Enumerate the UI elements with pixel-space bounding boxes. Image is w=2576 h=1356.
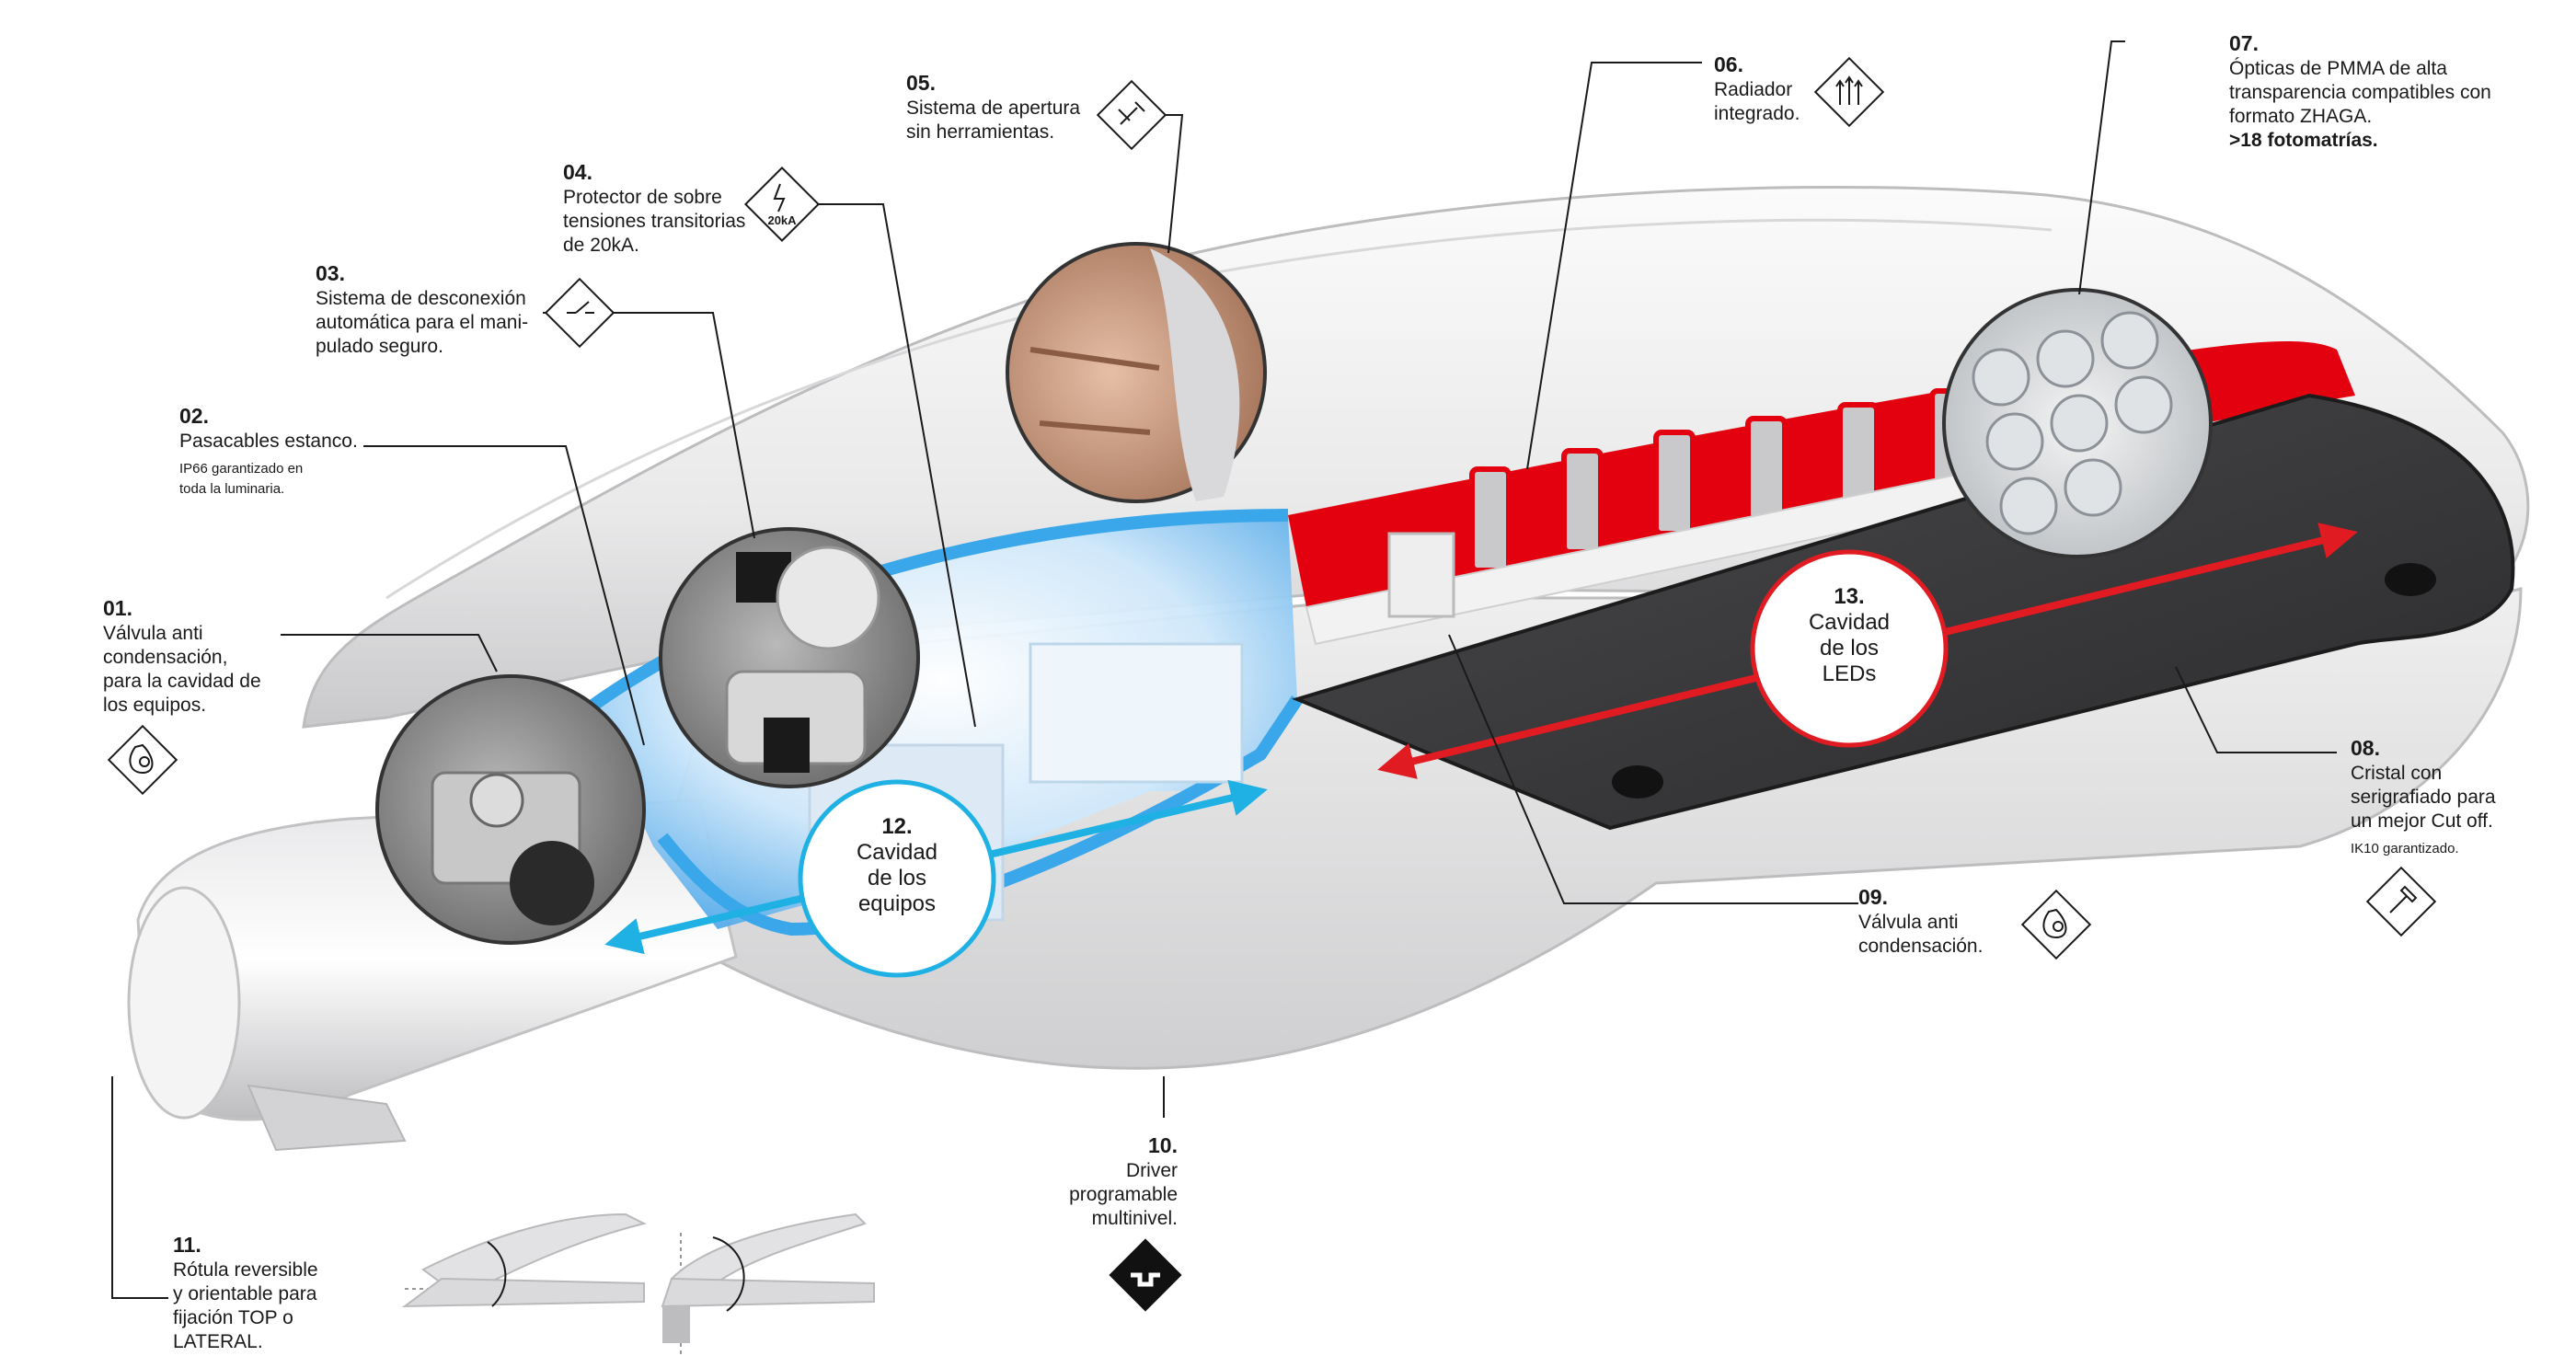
callout-line: Radiador: [1714, 79, 1793, 100]
callout-line: los equipos.: [103, 695, 207, 716]
callout-number: 07.: [2229, 31, 2259, 55]
led-cavity-circle: [1750, 549, 1949, 748]
detail-optics-photo: [1942, 288, 2213, 558]
detail-disconnect-photo: [659, 527, 920, 788]
driver-box: [1029, 642, 1244, 784]
rotation-diagram-top: [401, 1212, 647, 1308]
callout-line: para la cavidad de: [103, 671, 261, 692]
callout-09: 09. Válvula anti condensación.: [1858, 883, 2033, 959]
radiator-fins: [1469, 388, 1972, 573]
callout-line: integrado.: [1714, 103, 1800, 124]
equipment-cavity-circle: [798, 779, 996, 978]
callout-line: Válvula anti: [103, 623, 203, 644]
equipment-cavity-label: 12. Cavidad de los equipos: [823, 814, 971, 917]
glass-screw-2: [2385, 563, 2436, 596]
callout-03: 03. Sistema de desconexión automática pa…: [316, 259, 582, 359]
callout-02: 02. Pasacables estanco. IP66 garantizado…: [179, 402, 455, 500]
callout-number: 11.: [173, 1233, 201, 1257]
callout-line: tensiones transitorias: [563, 211, 746, 232]
driver-icon: [1109, 1238, 1182, 1312]
callout-line: sin herramientas.: [906, 121, 1055, 143]
tool-free-icon: [1096, 79, 1167, 151]
callout-line: Protector de sobre: [563, 187, 722, 208]
cavity-number: 12.: [881, 814, 913, 839]
surge-module: [1387, 532, 1455, 618]
disconnect-switch-icon: [544, 277, 615, 349]
anti-condensation-valve-icon: [107, 724, 178, 796]
callout-number: 05.: [906, 71, 936, 95]
rotation-diagram-lateral: [661, 1212, 875, 1356]
callout-line: formato ZHAGA.: [2229, 106, 2373, 127]
callout-line: Sistema de desconexión: [316, 288, 526, 309]
callout-line: condensación.: [1858, 936, 1984, 957]
cavity-number: 13.: [1834, 584, 1865, 609]
callout-number: 04.: [563, 160, 592, 184]
callout-10: 10. Driver programable multinivel.: [1030, 1132, 1178, 1231]
callout-line: transparencia compatibles con: [2229, 82, 2491, 103]
bracket-fin: [247, 1084, 407, 1152]
pipe-end: [127, 886, 241, 1120]
surge-protector-icon: 20kA: [743, 166, 821, 243]
cavity-line: de los: [1819, 636, 1880, 661]
ik10-hammer-icon: [2365, 866, 2437, 937]
callout-line: un mejor Cut off.: [2351, 810, 2493, 832]
callout-11: 11. Rótula reversible y orientable para …: [173, 1231, 357, 1354]
callout-number: 10.: [1148, 1133, 1178, 1157]
radiator-icon: [1813, 56, 1885, 128]
callout-line: Pasacables estanco.: [179, 431, 358, 452]
callout-08: 08. Cristal con serigrafiado para un mej…: [2351, 734, 2562, 859]
cavity-line: equipos: [857, 891, 937, 916]
callout-line: pulado seguro.: [316, 336, 443, 357]
callout-line: de 20kA.: [563, 235, 639, 256]
surge-icon-label: 20kA: [767, 213, 797, 227]
callout-number: 02.: [179, 404, 209, 428]
anti-condensation-valve-icon-2: [2020, 889, 2092, 960]
callout-line: Ópticas de PMMA de alta: [2229, 58, 2447, 79]
callout-line: Rótula reversible: [173, 1259, 318, 1281]
cavity-line: Cavidad: [1808, 610, 1891, 635]
callout-number: 01.: [103, 596, 132, 620]
cavity-line: Cavidad: [856, 840, 938, 865]
callout-number: 06.: [1714, 52, 1743, 76]
callout-number: 08.: [2351, 736, 2380, 760]
callout-line: multinivel.: [1091, 1208, 1178, 1229]
callout-line: Válvula anti: [1858, 912, 1959, 933]
callout-line: Cristal con: [2351, 763, 2443, 784]
callout-line: condensación,: [103, 647, 228, 668]
callout-line: y orientable para: [173, 1283, 317, 1304]
callout-line: Sistema de apertura: [906, 98, 1081, 119]
cavity-line: LEDs: [1822, 661, 1877, 686]
led-cavity-label: 13. Cavidad de los LEDs: [1776, 584, 1923, 687]
callout-line: Driver: [1126, 1160, 1178, 1181]
callout-note: IK10 garantizado.: [2351, 841, 2459, 856]
callout-07: 07. Ópticas de PMMA de alta transparenci…: [2229, 29, 2542, 153]
callout-line: fijación TOP o: [173, 1307, 293, 1328]
glass-screw-1: [1612, 765, 1663, 799]
callout-line: LATERAL.: [173, 1331, 263, 1352]
detail-valve-photo: [375, 674, 646, 945]
callout-04: 04. Protector de sobre tensiones transit…: [563, 158, 784, 258]
callout-05: 05. Sistema de apertura sin herramientas…: [906, 69, 1127, 144]
callout-number: 09.: [1858, 885, 1888, 909]
detail-opening-photo: [1006, 242, 1267, 503]
callout-01: 01. Válvula anti condensación, para la c…: [103, 594, 324, 718]
callout-06: 06. Radiador integrado.: [1714, 51, 1843, 126]
callout-line: automática para el mani-: [316, 312, 529, 333]
callout-line: serigrafiado para: [2351, 787, 2496, 808]
callout-line: programable: [1069, 1184, 1178, 1205]
callout-number: 03.: [316, 261, 345, 285]
cavity-line: de los: [867, 866, 927, 891]
callout-highlight: >18 fotomatrías.: [2229, 130, 2378, 151]
